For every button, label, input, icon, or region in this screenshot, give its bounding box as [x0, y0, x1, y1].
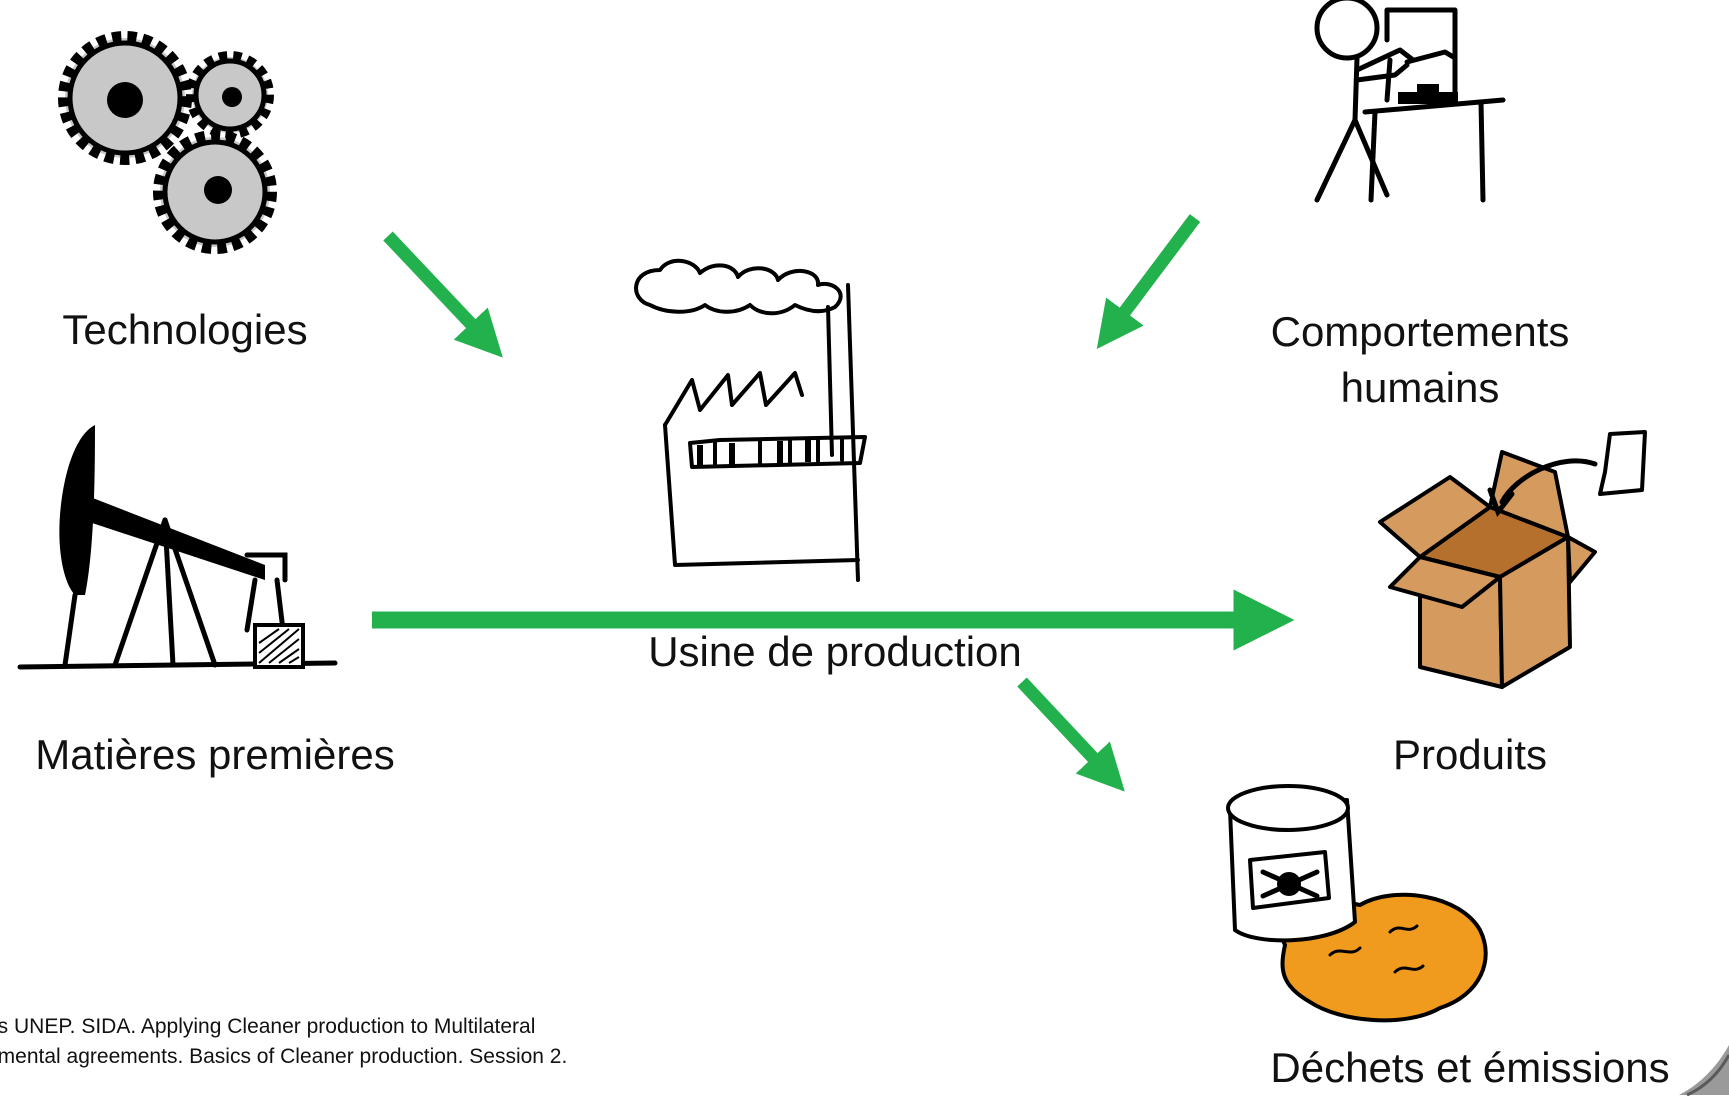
factory-icon — [634, 258, 867, 582]
arrow-factory-to-waste — [1017, 677, 1125, 792]
page-curl-corner — [1679, 1045, 1729, 1096]
label-waste-emissions: Déchets et émissions — [1270, 1044, 1670, 1091]
label-human-behaviour: Comportements humains — [1230, 304, 1610, 416]
label-human-behaviour-line1: Comportements — [1270, 308, 1570, 355]
label-human-behaviour-line2: humains — [1340, 364, 1500, 411]
source-note-line1: es UNEP. SIDA. Applying Cleaner producti… — [0, 1015, 536, 1038]
label-products: Produits — [1392, 731, 1548, 778]
arrow-human-to-factory — [1096, 214, 1201, 349]
worker-icon — [1314, 0, 1506, 203]
arrow-technologies-to-factory — [383, 231, 503, 358]
source-note: es UNEP. SIDA. Applying Cleaner producti… — [0, 1012, 567, 1072]
label-technologies: Technologies — [62, 306, 308, 353]
source-note-line2: nmental agreements. Basics of Cleaner pr… — [0, 1045, 568, 1068]
gears-icon — [58, 31, 277, 254]
label-raw-materials: Matières premières — [35, 731, 395, 778]
label-production-plant: Usine de production — [648, 628, 1022, 675]
oil-pump-icon — [17, 425, 338, 670]
toxic-waste-icon — [1226, 784, 1488, 1023]
box-icon — [1378, 430, 1647, 689]
